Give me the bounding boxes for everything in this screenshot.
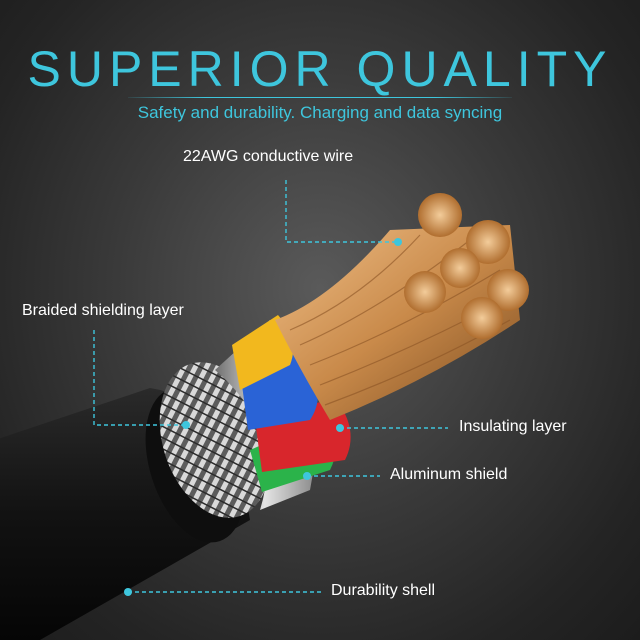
aluminum-callout-dot [303, 472, 311, 480]
braided-label: Braided shielding layer [22, 302, 184, 319]
copper-strand-texture [289, 234, 511, 406]
shell-callout-dot [124, 588, 132, 596]
wire-leader-line [285, 180, 398, 243]
strand-end [466, 220, 510, 264]
braided-leader-line [93, 330, 186, 426]
braided-callout-dot [182, 421, 190, 429]
title-divider [128, 97, 512, 98]
wire-callout-dot [394, 238, 402, 246]
yellow-insulation [232, 315, 294, 390]
strand-end [461, 297, 503, 339]
wire-label: 22AWG conductive wire [183, 148, 354, 165]
insulating-callout-dot [336, 424, 344, 432]
strand-end [418, 193, 462, 237]
page-subtitle: Safety and durability. Charging and data… [137, 103, 503, 122]
strand-end [404, 271, 446, 313]
page-title: SUPERIOR QUALITY [27, 41, 613, 97]
shell-label: Durability shell [331, 582, 436, 599]
strand-end [487, 269, 529, 311]
insulating-label: Insulating layer [459, 418, 567, 435]
strand-end [440, 248, 480, 288]
braided-shield [159, 362, 271, 518]
aluminum-label: Aluminum shield [390, 466, 508, 483]
